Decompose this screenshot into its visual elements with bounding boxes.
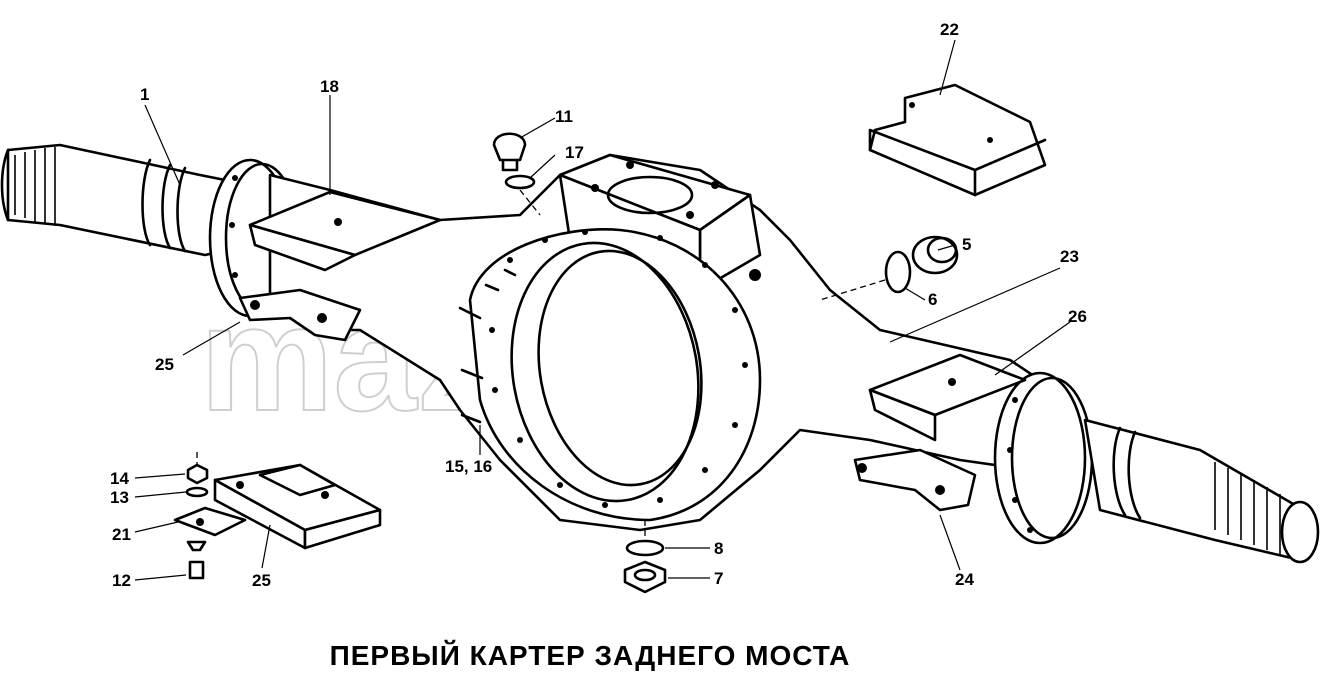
part-13-washer [185,486,209,498]
leader-lines [134,39,1071,581]
part-17-washer [504,174,536,190]
part-11-plug [492,132,527,172]
callout-12: 12 [112,571,131,590]
bracket-24 [853,448,977,512]
studs-15-16 [458,268,517,424]
callout-25-bottom: 25 [252,571,271,590]
part-22-bracket [868,83,1047,197]
callout-26: 26 [1068,307,1087,326]
callout-11: 11 [555,107,573,126]
pad-26 [868,353,1027,442]
part-5-plug [911,235,959,275]
bracket-25-left [238,288,362,342]
callout-24: 24 [955,570,974,589]
callout-15-16: 15, 16 [445,457,492,476]
left-axle-tube [0,143,230,257]
callout-22: 22 [940,20,959,39]
part-12-bolt [186,540,207,580]
right-axle-tube [1083,418,1320,564]
part-14-nut [186,463,209,485]
part-6-washer [884,250,912,294]
bracket-25-exploded [213,463,382,550]
callout-8: 8 [714,539,723,558]
part-8-washer-bottom [625,539,665,557]
housing-body [268,153,1042,532]
callout-7: 7 [714,569,723,588]
callout-17: 17 [565,143,584,162]
callout-14: 14 [110,469,129,488]
part-21-plate [173,506,247,537]
callout-6: 6 [928,290,937,309]
right-flange [993,371,1094,545]
callout-5: 5 [962,235,971,254]
callout-18: 18 [320,77,339,96]
callout-1: 1 [140,85,149,104]
callout-23: 23 [1060,247,1079,266]
callout-25-left: 25 [155,355,174,374]
callout-13: 13 [110,488,129,507]
pad-18 [248,190,442,272]
part-7-nut [623,560,667,594]
callout-21: 21 [112,525,131,544]
diagram-title: ПЕРВЫЙ КАРТЕР ЗАДНЕГО МОСТА [329,640,851,671]
